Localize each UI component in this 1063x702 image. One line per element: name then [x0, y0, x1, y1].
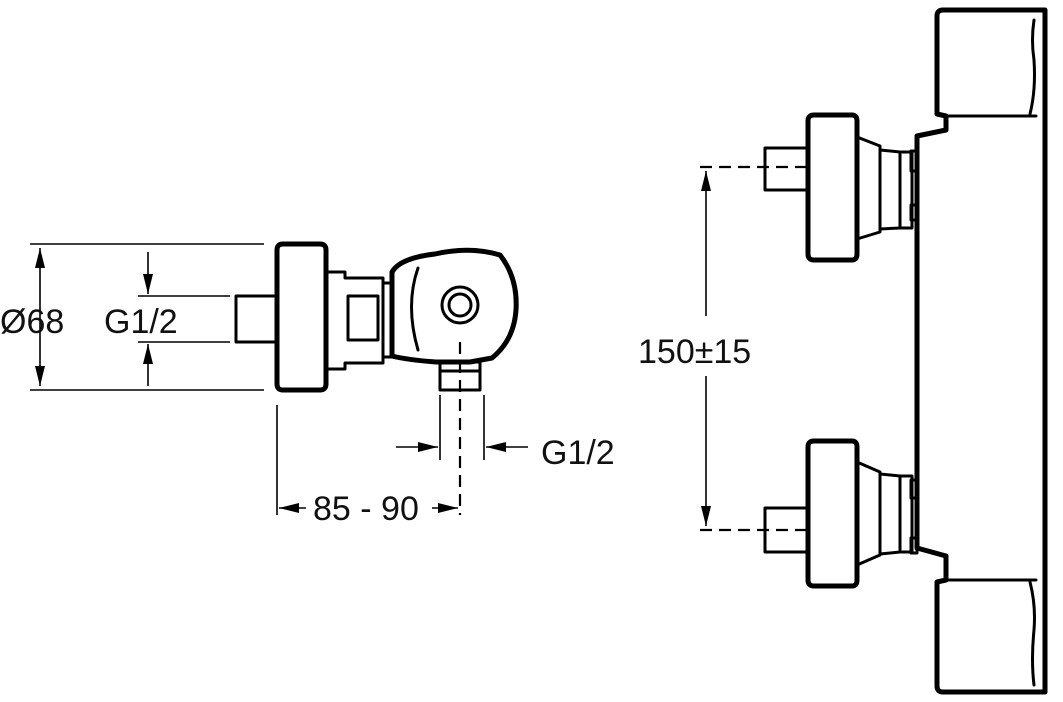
- dim-projection: 85 - 90: [276, 405, 458, 528]
- front-lower-inlet: [763, 438, 919, 589]
- front-body: [914, 7, 1048, 695]
- centers-label: 150±15: [638, 333, 751, 371]
- dim-diameter: Ø68: [0, 243, 264, 391]
- inlet-thread-label: G1/2: [104, 303, 178, 341]
- side-handle-inner: [447, 292, 473, 318]
- side-connector: [324, 270, 385, 371]
- outlet-thread-label: G1/2: [541, 434, 615, 472]
- side-view: [234, 241, 519, 515]
- side-escutcheon: [274, 241, 329, 393]
- dim-inlet-thread: G1/2: [104, 252, 230, 386]
- side-valve-body: [389, 247, 519, 365]
- side-nut: [346, 294, 380, 342]
- side-inlet-pipe: [234, 294, 279, 344]
- side-handle-outer: [440, 285, 480, 325]
- projection-label: 85 - 90: [313, 490, 419, 528]
- dim-centers: 150±15: [638, 171, 751, 526]
- dim-outlet-thread: G1/2: [396, 395, 615, 472]
- front-view: [700, 7, 1048, 695]
- front-upper-inlet: [763, 112, 919, 263]
- diameter-label: Ø68: [0, 303, 64, 341]
